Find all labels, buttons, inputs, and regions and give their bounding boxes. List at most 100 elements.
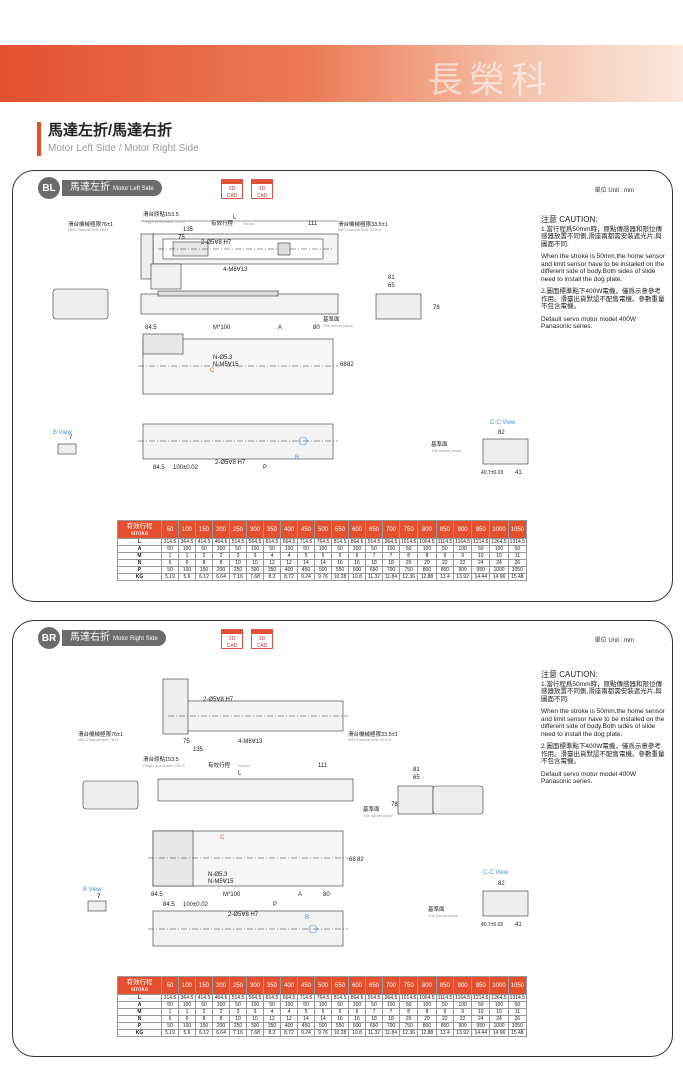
table-cell: 13.92	[453, 1029, 473, 1037]
table-cell: 100	[280, 545, 298, 553]
row-label: N	[117, 559, 162, 567]
table-cell: 8	[212, 559, 230, 567]
svg-text:基準面: 基準面	[363, 805, 380, 813]
svg-text:2-Ø5∀8 H7: 2-Ø5∀8 H7	[228, 911, 259, 918]
svg-text:P: P	[273, 902, 277, 908]
svg-text:C: C	[210, 368, 215, 374]
stroke-header-cell: 600	[348, 520, 366, 539]
svg-text:2-Ø5∀8 H7: 2-Ø5∀8 H7	[203, 696, 234, 703]
technical-drawing: L 滑台原點153.5 Origin of actuator 153.5 有效行…	[52, 210, 529, 476]
table-cell: 16	[331, 1015, 349, 1023]
table-cell: 814.5	[331, 994, 349, 1002]
table-cell: 250	[229, 566, 247, 574]
table-cell: 6	[348, 552, 366, 560]
table-cell: 764.5	[314, 538, 332, 546]
table-cell: 10	[246, 559, 264, 567]
table-cell: 900	[453, 566, 473, 574]
table-cell: 5	[297, 552, 315, 560]
stroke-header-cell: 250	[229, 976, 247, 995]
table-cell: 14	[297, 559, 315, 567]
table-cell: 50	[331, 545, 349, 553]
table-cell: 1264.5	[489, 538, 509, 546]
stroke-header-cell: 400	[280, 976, 298, 995]
svg-text:L: L	[238, 771, 242, 777]
table-cell: 650	[365, 1022, 383, 1030]
table-cell: 5.6	[178, 1029, 196, 1037]
svg-text:4-M6∀13: 4-M6∀13	[223, 266, 248, 273]
table-cell: 20	[398, 1015, 419, 1023]
table-cell: 50	[161, 545, 179, 553]
table-cell: 10	[471, 1008, 491, 1016]
table-cell: 22	[453, 559, 473, 567]
table-cell: 12	[280, 1015, 298, 1023]
table-cell: 50	[161, 566, 179, 574]
table-cell: 12	[263, 1015, 281, 1023]
svg-text:80: 80	[323, 892, 330, 898]
table-cell: 400	[280, 566, 298, 574]
table-cell: 864.5	[348, 538, 366, 546]
table-cell: 10.28	[331, 573, 349, 581]
svg-text:B: B	[295, 455, 299, 461]
table-cell: 8	[417, 1008, 437, 1016]
table-cell: 10	[489, 552, 509, 560]
table-cell: 12	[263, 559, 281, 567]
table-cell: 7.16	[229, 573, 247, 581]
table-cell: 850	[435, 566, 455, 574]
table-cell: 50	[263, 545, 281, 553]
svg-text:Origin of actuator 153.5: Origin of actuator 153.5	[143, 763, 186, 768]
table-cell: 564.5	[246, 538, 264, 546]
table-cell: 1164.5	[453, 538, 473, 546]
table-cell: 814.5	[331, 538, 349, 546]
svg-text:78: 78	[391, 802, 398, 808]
table-cell: 350	[263, 1022, 281, 1030]
svg-text:40.7±0.03: 40.7±0.03	[481, 922, 503, 928]
svg-text:100±0.02: 100±0.02	[173, 465, 199, 471]
table-cell: 50	[229, 1001, 247, 1009]
table-cell: 50	[161, 1022, 179, 1030]
table-cell: 364.5	[178, 994, 196, 1002]
table-cell: 5	[314, 552, 332, 560]
table-cell: 4	[280, 1008, 298, 1016]
table-cell: 1314.5	[507, 538, 527, 546]
svg-text:7: 7	[97, 894, 101, 900]
table-cell: 714.5	[297, 994, 315, 1002]
table-cell: 5.6	[178, 573, 196, 581]
svg-text:The datum plane: The datum plane	[363, 813, 394, 818]
table-cell: 11.84	[382, 1029, 400, 1037]
stroke-header-cell: 450	[297, 520, 315, 539]
table-cell: 9	[453, 1008, 473, 1016]
table-header-label: 有效行程 stroke	[117, 976, 162, 995]
table-cell: 50	[507, 1001, 527, 1009]
table-cell: 314.5	[161, 538, 179, 546]
table-cell: 50	[297, 545, 315, 553]
table-cell: 10.28	[331, 1029, 349, 1037]
table-cell: 12.36	[398, 573, 419, 581]
svg-text:B View: B View	[53, 430, 72, 436]
table-cell: 1	[161, 552, 179, 560]
svg-text:MECHanical limit 33.5±1: MECHanical limit 33.5±1	[348, 737, 393, 742]
table-cell: 7.68	[246, 1029, 264, 1037]
table-cell: 14.96	[489, 1029, 509, 1037]
table-cell: 5	[297, 1008, 315, 1016]
table-cell: 100	[212, 1001, 230, 1009]
table-cell: 964.5	[382, 994, 400, 1002]
svg-text:41: 41	[515, 922, 522, 928]
table-cell: 24	[489, 1015, 509, 1023]
table-header-label: 有效行程 stroke	[117, 520, 162, 539]
stroke-header-cell: 100	[178, 520, 196, 539]
table-cell: 18	[382, 1015, 400, 1023]
table-cell: 600	[348, 1022, 366, 1030]
table-cell: 650	[365, 566, 383, 574]
table-cell: 3	[246, 552, 264, 560]
table-cell: 100	[280, 1001, 298, 1009]
table-cell: 8.2	[263, 573, 281, 581]
table-cell: 7	[382, 552, 400, 560]
